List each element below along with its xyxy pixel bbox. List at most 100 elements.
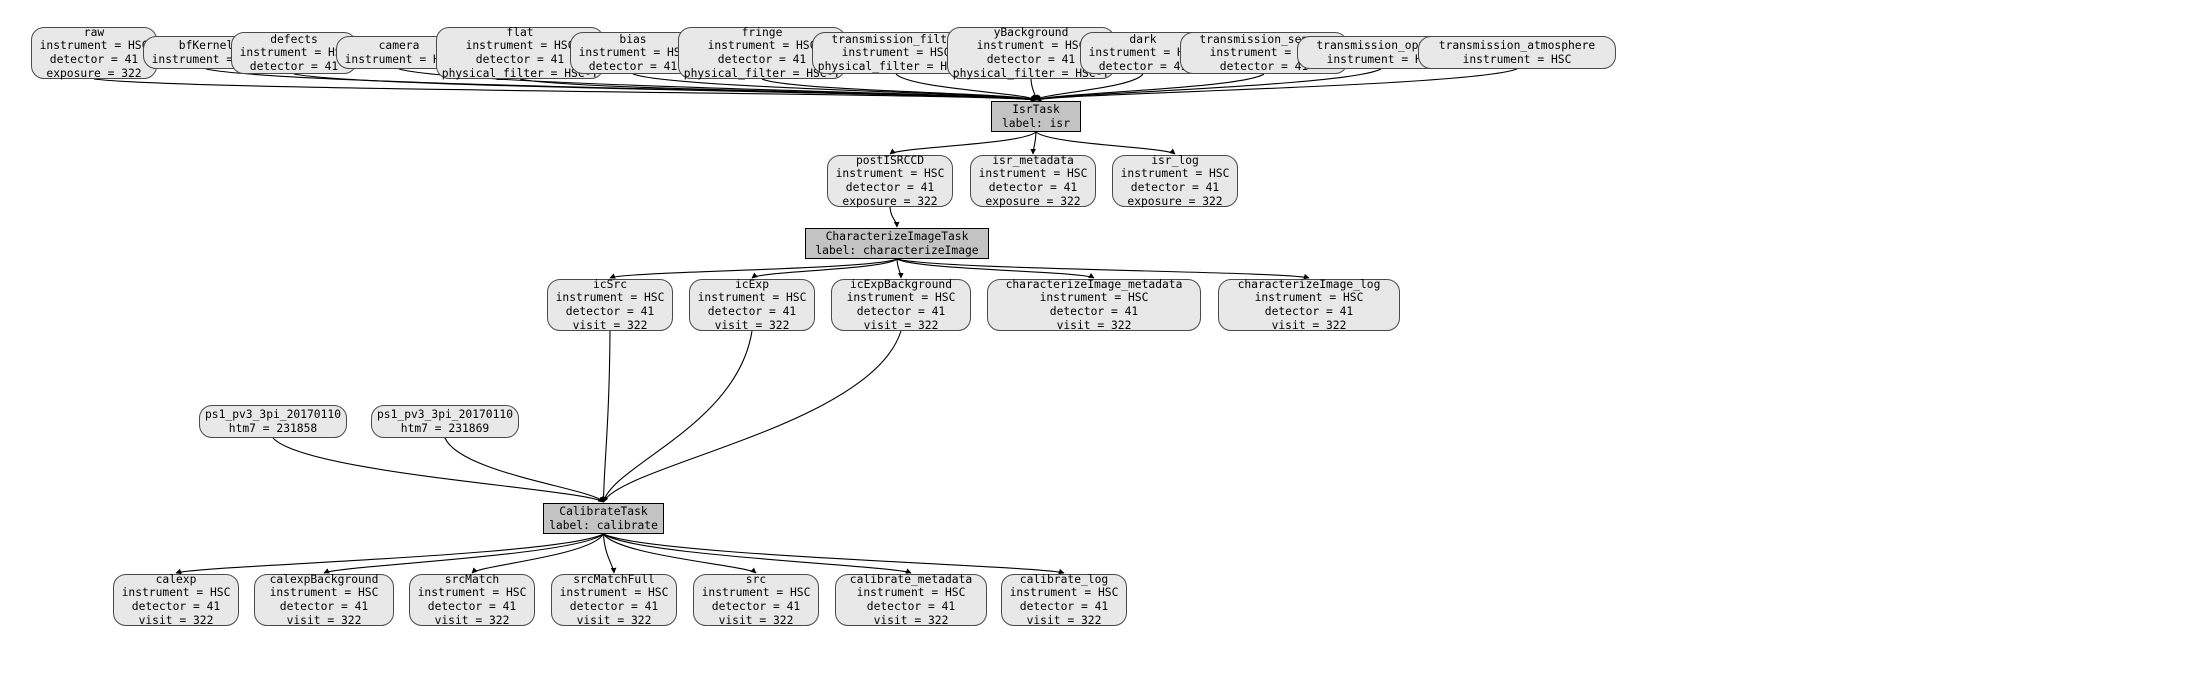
- node-attribute: detector = 41: [856, 305, 946, 318]
- node-title: transmission_atmosphere: [1438, 38, 1596, 52]
- node-title: srcMatch: [444, 572, 500, 586]
- node-attribute: visit = 322: [138, 613, 214, 627]
- node-attribute: exposure = 322: [985, 194, 1081, 208]
- edge-CharacterizeImageTask-to-characterizeImage_log: [896, 258, 1310, 280]
- node-title: transmission_filter: [831, 32, 961, 46]
- node-attribute: detector = 41: [249, 59, 339, 73]
- node-attribute: label: isr: [1001, 116, 1070, 130]
- node-attribute: instrument = HSC: [707, 39, 817, 53]
- node-attribute: instrument = HSC: [978, 167, 1088, 181]
- node-attribute: instrument = HSC: [121, 586, 231, 600]
- node-attribute: detector = 41: [845, 181, 935, 194]
- node-title: camera: [378, 38, 420, 52]
- node-title: fringe: [741, 25, 783, 39]
- node-attribute: visit = 322: [286, 613, 362, 627]
- node-title: calibrate_metadata: [849, 572, 973, 586]
- node-title: src: [745, 572, 767, 586]
- node-attribute: detector = 41: [1264, 305, 1354, 318]
- node-attribute: instrument = HSC: [835, 167, 945, 181]
- node-title: icExpBackground: [849, 277, 953, 291]
- node-title: isr_metadata: [992, 153, 1074, 167]
- node-title: icSrc: [592, 277, 627, 291]
- node-title: raw: [83, 25, 105, 39]
- node-attribute: instrument = HSC: [239, 46, 349, 60]
- edge-icSrc-to-CalibrateTask: [600, 330, 611, 503]
- edge-postISRCCD-to-CharacterizeImageTask: [889, 206, 900, 228]
- node-attribute: instrument = HSC: [856, 586, 966, 600]
- node-attribute: instrument = HSC: [1462, 52, 1572, 66]
- edge-CharacterizeImageTask-to-icSrc: [609, 258, 898, 279]
- edge-flat-to-IsrTask: [519, 78, 1037, 102]
- edge-yBackground-to-IsrTask: [1030, 78, 1039, 101]
- node-title: CalibrateTask: [559, 504, 648, 518]
- node-attribute: visit = 322: [1271, 318, 1347, 332]
- node-attribute: instrument = HSC: [417, 586, 527, 600]
- node-attribute: visit = 322: [1056, 318, 1132, 332]
- node-attribute: detector = 41: [588, 59, 678, 73]
- edge-CalibrateTask-to-calexpBackground: [323, 533, 604, 574]
- node-title: ps1_pv3_3pi_20170110: [204, 407, 342, 421]
- node-attribute: instrument = HSC: [1039, 291, 1149, 305]
- node-attribute: visit = 322: [714, 318, 790, 332]
- node-attribute: visit = 322: [873, 613, 949, 627]
- node-attribute: visit = 322: [434, 613, 510, 627]
- node-title: transmission_optics: [1316, 38, 1446, 52]
- node-title: characterizeImage_log: [1237, 277, 1381, 291]
- node-title: bfKernel: [178, 38, 234, 52]
- node-attribute: detector = 41: [986, 53, 1076, 66]
- node-attribute: instrument = HSC: [1120, 167, 1230, 181]
- node-attribute: visit = 322: [572, 318, 648, 332]
- node-attribute: instrument = HSC: [841, 46, 951, 60]
- node-title: icExp: [734, 277, 769, 291]
- edge-raw-to-IsrTask: [93, 78, 1037, 103]
- node-attribute: instrument = HSC: [976, 39, 1086, 53]
- node-title: calexp: [155, 572, 197, 586]
- node-attribute: instrument = HSC: [269, 586, 379, 600]
- node-attribute: detector = 41: [1130, 181, 1220, 194]
- node-attribute: label: characterizeImage: [815, 243, 979, 257]
- node-attribute: instrument = HSC: [1254, 291, 1364, 305]
- node-attribute: instrument = HSC: [1088, 46, 1198, 60]
- node-attribute: instrument = HSC: [344, 52, 454, 66]
- node-attribute: detector = 41: [1019, 600, 1109, 613]
- node-attribute: detector = 41: [707, 305, 797, 318]
- edge-IsrTask-to-isr_metadata: [1030, 131, 1037, 155]
- node-attribute: instrument = HSC: [1209, 46, 1319, 60]
- edge-CalibrateTask-to-calexp: [175, 533, 604, 575]
- edge-ps1_a-to-CalibrateTask: [272, 437, 604, 503]
- node-attribute: instrument = HSC: [697, 291, 807, 305]
- node-title: calexpBackground: [269, 572, 379, 586]
- edge-CalibrateTask-to-srcMatchFull: [602, 533, 617, 574]
- node-attribute: instrument = HSC: [559, 586, 669, 600]
- node-attribute: detector = 41: [569, 600, 659, 613]
- node-attribute: instrument = HSC: [555, 291, 665, 305]
- node-attribute: detector = 41: [1219, 59, 1309, 73]
- edge-CharacterizeImageTask-to-icExp: [751, 258, 898, 279]
- node-attribute: detector = 41: [49, 53, 139, 66]
- node-attribute: detector = 41: [711, 600, 801, 613]
